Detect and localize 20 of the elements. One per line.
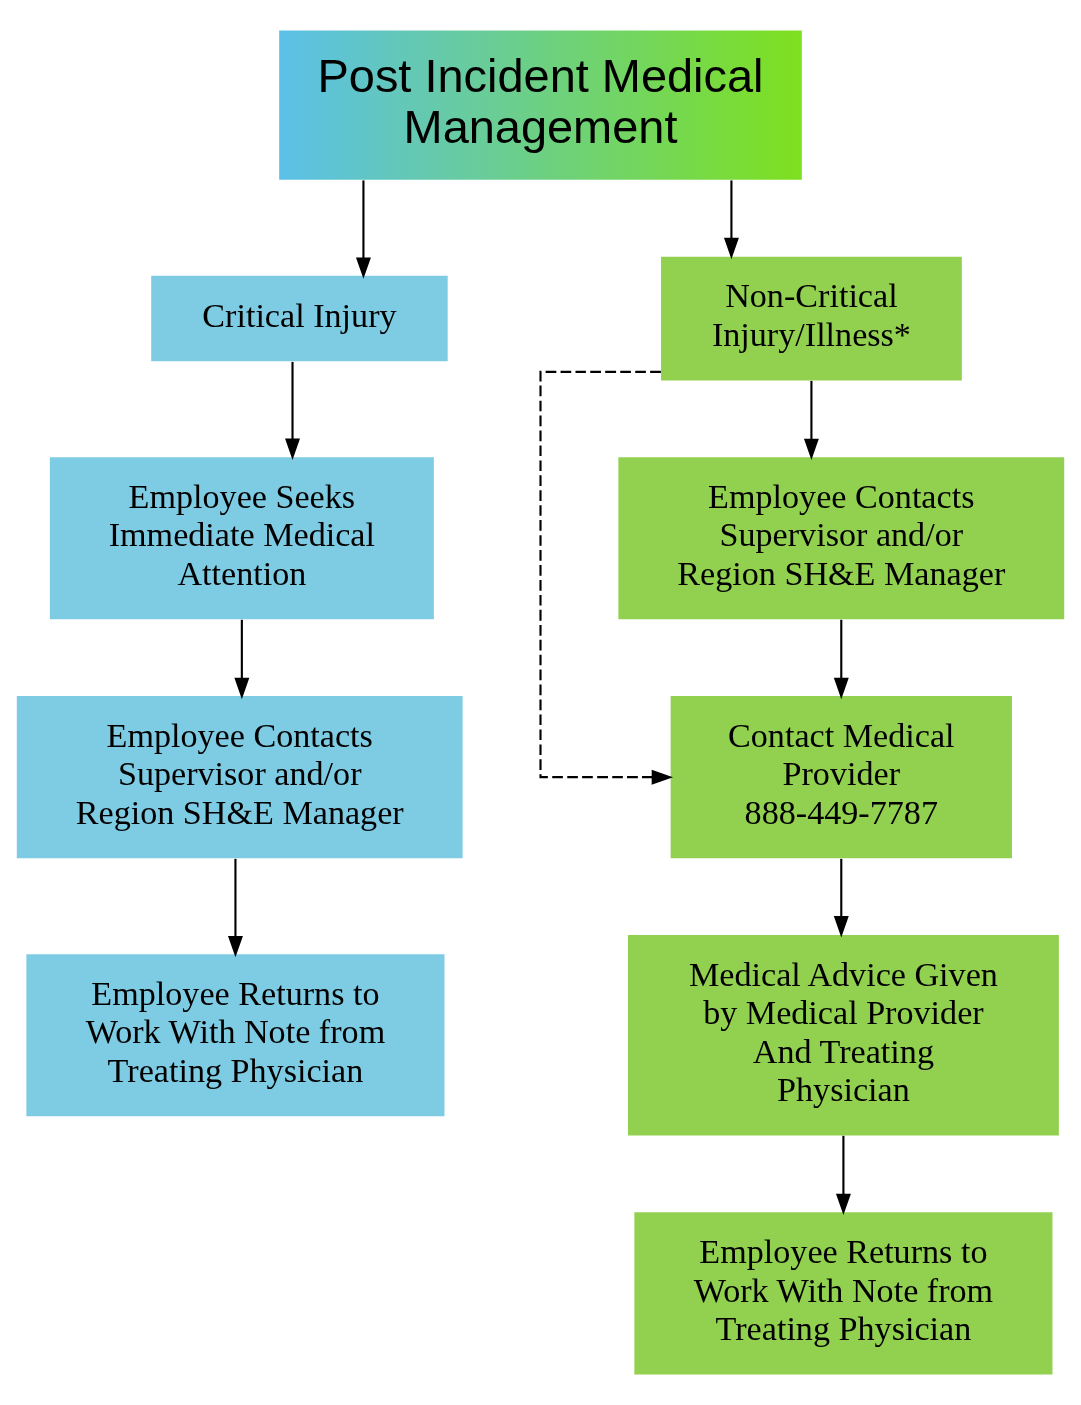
arrow [723, 180, 739, 260]
arrow [227, 858, 243, 958]
arrow [355, 180, 371, 279]
node-box: Employee Contacts Supervisor and/or Region SH&E Manager [16, 696, 463, 859]
arrow [234, 619, 250, 700]
node-box: Employee Seeks Immediate Medical Attention [49, 457, 434, 620]
arrow [803, 380, 819, 460]
arrow [539, 370, 673, 785]
arrow [285, 361, 300, 460]
node-box: Employee Returns to Work With Note from Treating Physician [26, 954, 445, 1117]
arrow [833, 619, 849, 700]
node-box: Employee Returns to Work With Note from Treating Physician [634, 1212, 1053, 1375]
node-box: Medical Advice Given by Medical Provider And Treating Physician [627, 935, 1059, 1136]
node-box: Post Incident Medical Management [279, 30, 802, 180]
node-box: Contact Medical Provider 888-449-7787 [670, 696, 1012, 859]
node-box: Critical Injury [151, 275, 448, 362]
node-box: Employee Contacts Supervisor and/or Region SH&E Manager [618, 457, 1065, 620]
arrow [833, 858, 849, 938]
arrow [835, 1135, 851, 1216]
node-box: Non-Critical Injury/Illness* [661, 256, 962, 381]
